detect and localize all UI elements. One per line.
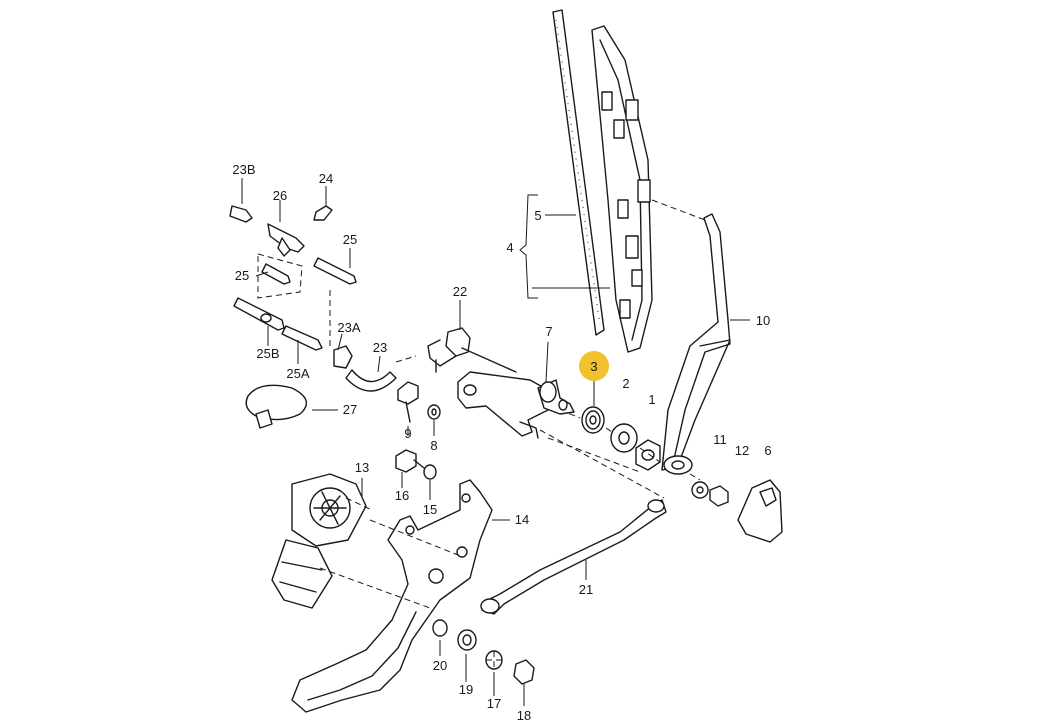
nut-19: [457, 629, 477, 682]
callout-4[interactable]: 4: [506, 240, 513, 255]
wiper-motor: [271, 473, 373, 609]
wiper-bearing-bracket: [457, 341, 575, 439]
callout-5[interactable]: 5: [534, 208, 541, 223]
washer-2: [610, 423, 638, 453]
nut-12: [709, 485, 729, 507]
callout-3[interactable]: 3: [590, 359, 597, 374]
callout-11[interactable]: 11: [713, 432, 727, 447]
washer-15: [423, 464, 437, 500]
callout-2[interactable]: 2: [622, 376, 629, 391]
callout-18[interactable]: 18: [517, 708, 531, 723]
washer-8: [427, 404, 441, 436]
callout-6[interactable]: 6: [764, 443, 771, 458]
callout-10[interactable]: 10: [756, 313, 770, 328]
cap-6: [737, 479, 783, 543]
callout-labels: 1 2 3 4 5 6 7 8 9 10 11 12 13 14 15 16 1…: [232, 162, 771, 723]
callout-25b[interactable]: 25B: [256, 346, 279, 361]
nut-1: [635, 439, 661, 471]
callout-12[interactable]: 12: [735, 443, 749, 458]
callout-17[interactable]: 17: [487, 696, 501, 711]
wiper-blade-assembly: [519, 9, 706, 353]
callout-7[interactable]: 7: [545, 324, 552, 339]
bolt-16: [395, 449, 425, 488]
seal-3: [581, 406, 605, 434]
callout-1[interactable]: 1: [648, 392, 655, 407]
washer-17: [485, 650, 503, 696]
bracket-22: [427, 300, 517, 373]
blade-clips: [601, 91, 651, 319]
bushing-20: [432, 619, 448, 656]
callout-3-highlight-circle: [579, 351, 609, 381]
callout-20[interactable]: 20: [433, 658, 447, 673]
callout-26[interactable]: 26: [273, 188, 287, 203]
linkage-rod-21: [480, 499, 667, 615]
callout-8[interactable]: 8: [430, 438, 437, 453]
callout-22[interactable]: 22: [453, 284, 467, 299]
wiper-frame-14: [291, 479, 510, 713]
callout-15[interactable]: 15: [423, 502, 437, 517]
callout-16[interactable]: 16: [395, 488, 409, 503]
hose-connectors: [229, 178, 417, 429]
callout-25a[interactable]: 25A: [286, 366, 309, 381]
bolt-9: [397, 381, 419, 436]
callout-27[interactable]: 27: [343, 402, 357, 417]
callout-23[interactable]: 23: [373, 340, 387, 355]
callout-14[interactable]: 14: [515, 512, 529, 527]
callout-19[interactable]: 19: [459, 682, 473, 697]
callout-23a[interactable]: 23A: [337, 320, 360, 335]
callout-21[interactable]: 21: [579, 582, 593, 597]
washer-11: [691, 481, 709, 499]
callout-24[interactable]: 24: [319, 171, 333, 186]
callout-23b[interactable]: 23B: [232, 162, 255, 177]
callout-25-right[interactable]: 25: [343, 232, 357, 247]
callout-25-left[interactable]: 25: [235, 268, 249, 283]
callout-9[interactable]: 9: [404, 426, 411, 441]
wiper-arm: [661, 213, 750, 475]
bolt-18: [513, 659, 535, 706]
callout-3-highlighted[interactable]: 3: [579, 351, 609, 381]
callout-13[interactable]: 13: [355, 460, 369, 475]
